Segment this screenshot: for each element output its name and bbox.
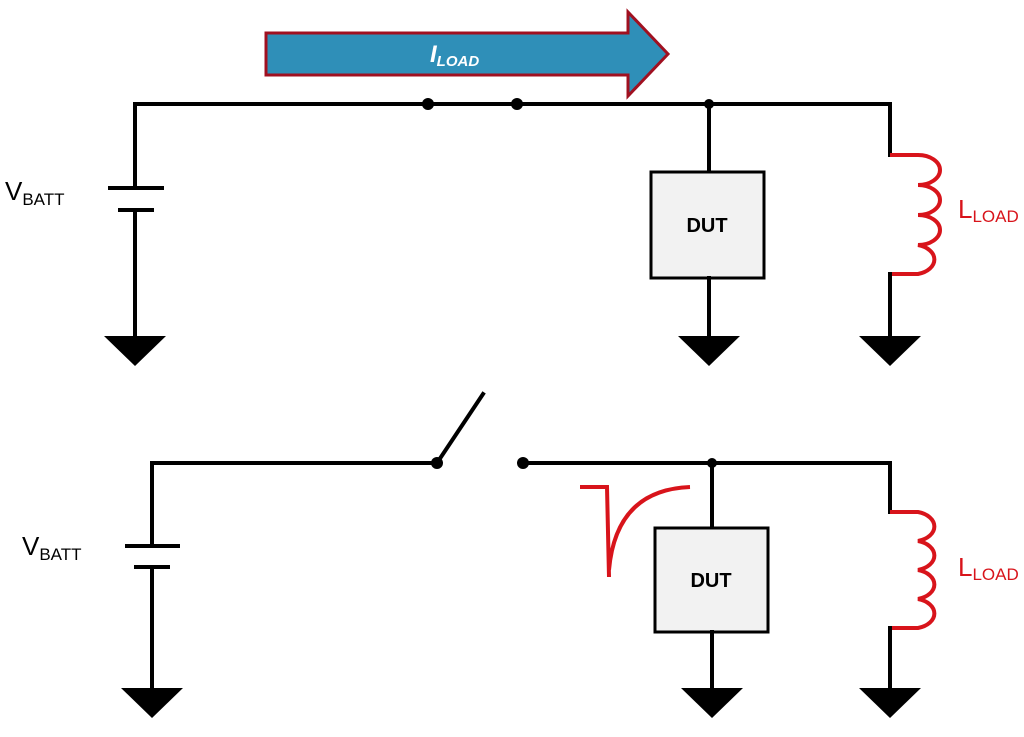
inductor-coil	[890, 153, 942, 276]
top-circuit: DUT VBATT LLOAD	[5, 98, 1019, 366]
ground-symbol	[121, 688, 183, 718]
arrow-label-main: I	[430, 41, 438, 68]
arrow-label-sub: LOAD	[437, 53, 480, 70]
ground-symbol	[859, 336, 921, 366]
dut-box	[653, 526, 770, 634]
switch-contact-right	[511, 98, 523, 110]
battery-symbol	[125, 544, 180, 569]
load-current-arrow: ILOAD	[264, 8, 671, 100]
transient-spike-waveform	[580, 485, 691, 578]
switch-contact-left	[422, 98, 434, 110]
inductor-label: LLOAD	[958, 552, 1019, 584]
battery-label: VBATT	[5, 176, 65, 209]
battery-label: VBATT	[22, 531, 82, 564]
switch-blade-open	[434, 391, 486, 466]
ground-symbol	[104, 336, 166, 366]
arrow-shape	[264, 8, 671, 100]
battery-symbol	[108, 186, 164, 212]
dut-label: DUT	[690, 570, 731, 592]
ground-symbol	[678, 336, 740, 366]
ground-symbol	[859, 688, 921, 718]
bottom-circuit: DUT VBATT LLOAD	[22, 391, 1019, 718]
inductor-label: LLOAD	[958, 194, 1019, 226]
inductor-coil	[890, 510, 937, 630]
ground-symbol	[681, 688, 743, 718]
dut-label: DUT	[686, 215, 727, 237]
svg-text:ILOAD: ILOAD	[430, 41, 479, 70]
